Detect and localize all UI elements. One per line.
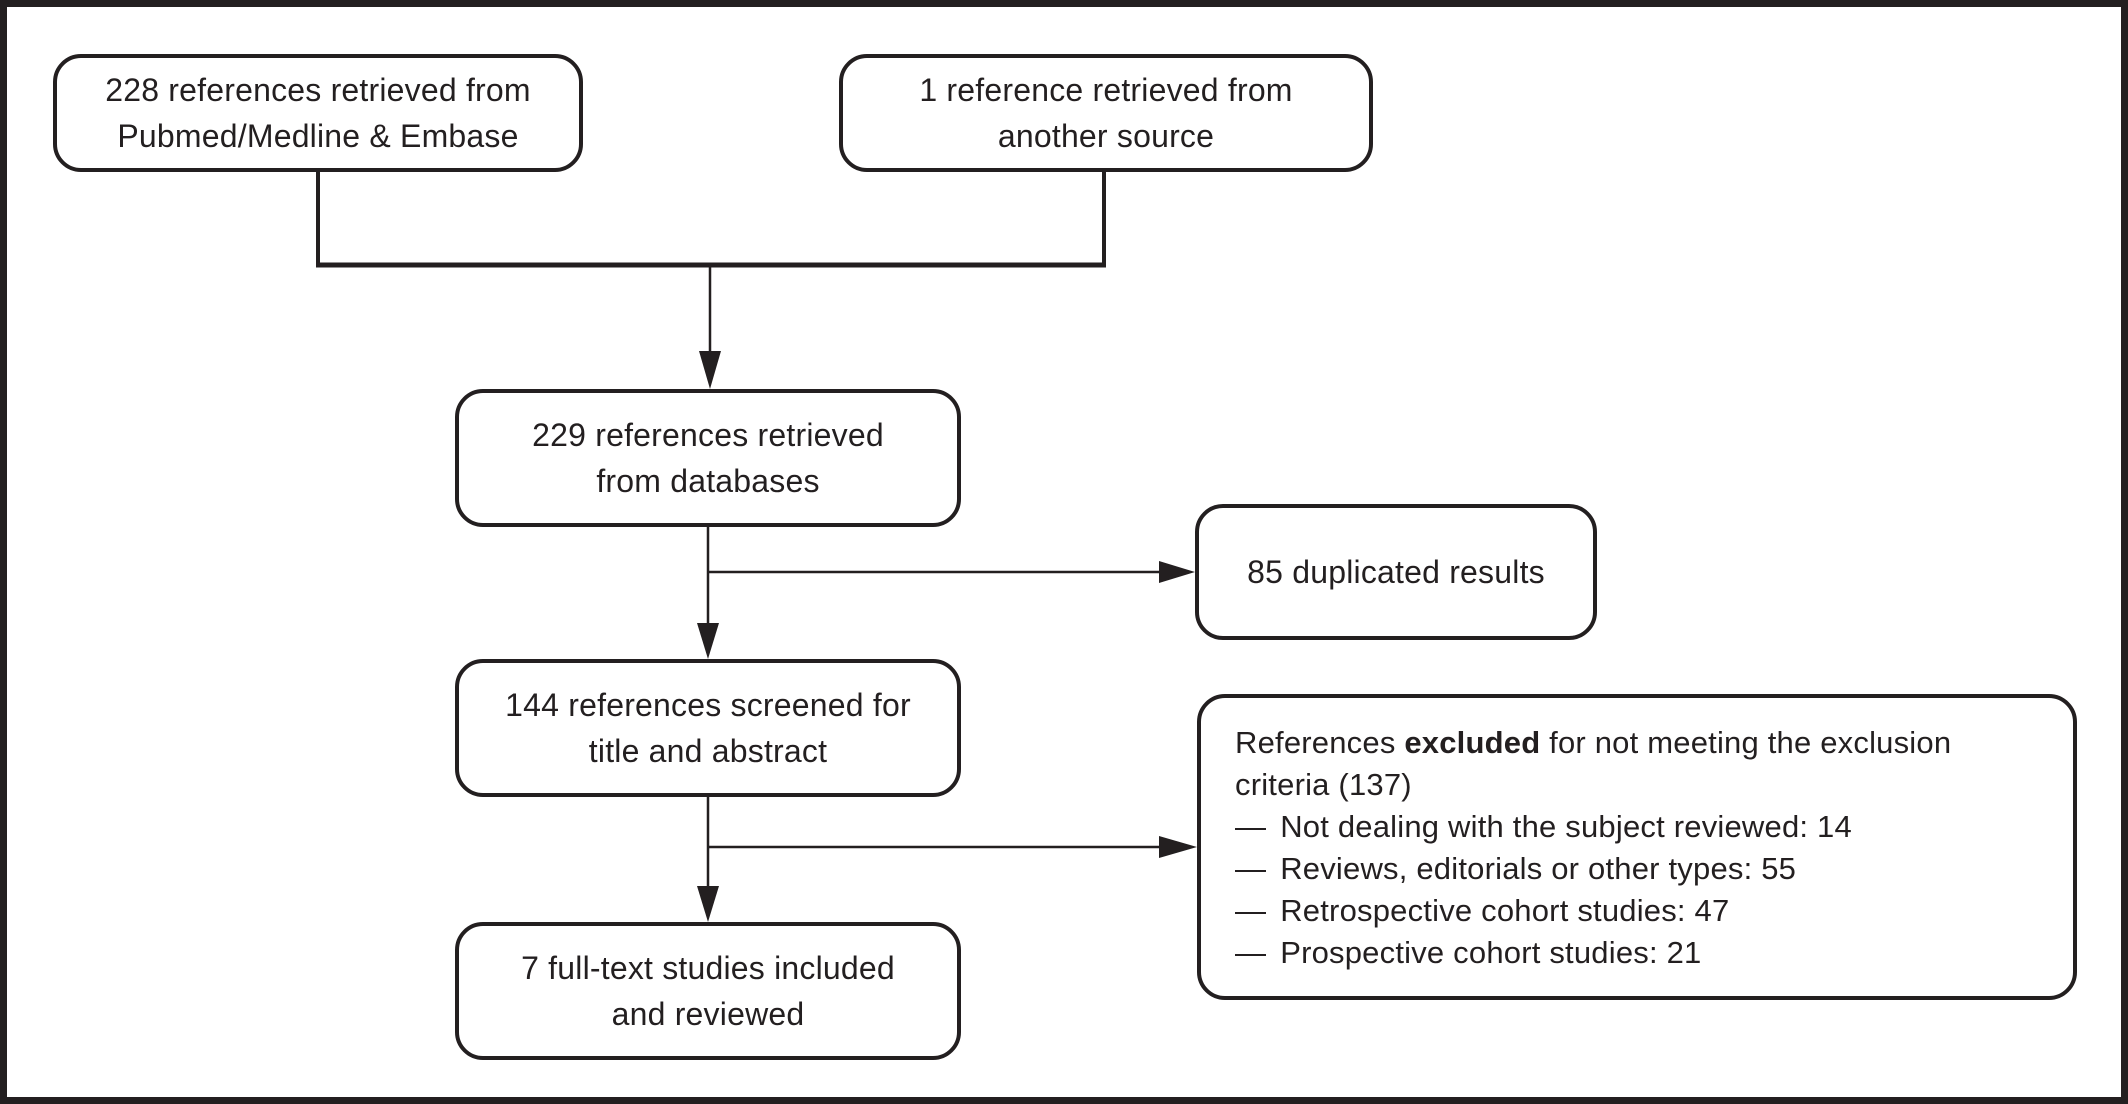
excluded-item-text: Reviews, editorials or other types: 55 [1280, 851, 1797, 886]
excluded-title-pre: References [1235, 725, 1405, 760]
arrowhead-down-icon [697, 623, 719, 659]
box-references-pubmed-embase: 228 references retrieved from Pubmed/Med… [53, 54, 583, 172]
box-references-screened: 144 references screened for title and ab… [455, 659, 961, 797]
box-text-line: title and abstract [588, 733, 828, 769]
excluded-item-text: Prospective cohort studies: 21 [1280, 935, 1702, 970]
excluded-item: — Reviews, editorials or other types: 55 [1235, 848, 1796, 890]
flow-connectors [316, 170, 1197, 922]
excluded-title-bold: excluded [1404, 725, 1541, 760]
dash-bullet: — [1235, 851, 1267, 886]
excluded-title-line2: criteria (137) [1235, 767, 1412, 802]
box-text-line: another source [997, 118, 1215, 154]
arrowhead-down-icon [699, 351, 721, 389]
excluded-title-line1: References excluded for not meeting the … [1235, 722, 1951, 764]
excluded-item: — Prospective cohort studies: 21 [1235, 932, 1701, 974]
dash-bullet: — [1235, 893, 1267, 928]
arrowhead-right-icon [1159, 561, 1195, 583]
arrowhead-down-icon [697, 886, 719, 922]
excluded-item-text: Not dealing with the subject reviewed: 1… [1280, 809, 1852, 844]
excluded-title-post: for not meeting the exclusion [1540, 725, 1952, 760]
box-text-line: 228 references retrieved from [105, 72, 531, 108]
box-duplicated-results: 85 duplicated results [1195, 504, 1597, 640]
box-text-line: 229 references retrieved [532, 417, 884, 453]
box-text-line: from databases [596, 463, 820, 499]
arrowhead-right-icon [1159, 836, 1197, 858]
excluded-item: — Not dealing with the subject reviewed:… [1235, 806, 1852, 848]
box-text-line: 85 duplicated results [1247, 554, 1545, 590]
box-studies-included: 7 full-text studies included and reviewe… [455, 922, 961, 1060]
dash-bullet: — [1235, 809, 1267, 844]
box-reference-other-source: 1 reference retrieved from another sourc… [839, 54, 1373, 172]
dash-bullet: — [1235, 935, 1267, 970]
excluded-item-text: Retrospective cohort studies: 47 [1280, 893, 1730, 928]
box-references-excluded: References excluded for not meeting the … [1197, 694, 2077, 1000]
box-text-line: 1 reference retrieved from [919, 72, 1293, 108]
box-references-retrieved-databases: 229 references retrieved from databases [455, 389, 961, 527]
box-text-line: and reviewed [611, 996, 805, 1032]
excluded-item: — Retrospective cohort studies: 47 [1235, 890, 1729, 932]
box-text-line: 7 full-text studies included [521, 950, 895, 986]
box-text-line: 144 references screened for [505, 687, 911, 723]
box-text-line: Pubmed/Medline & Embase [117, 118, 519, 154]
